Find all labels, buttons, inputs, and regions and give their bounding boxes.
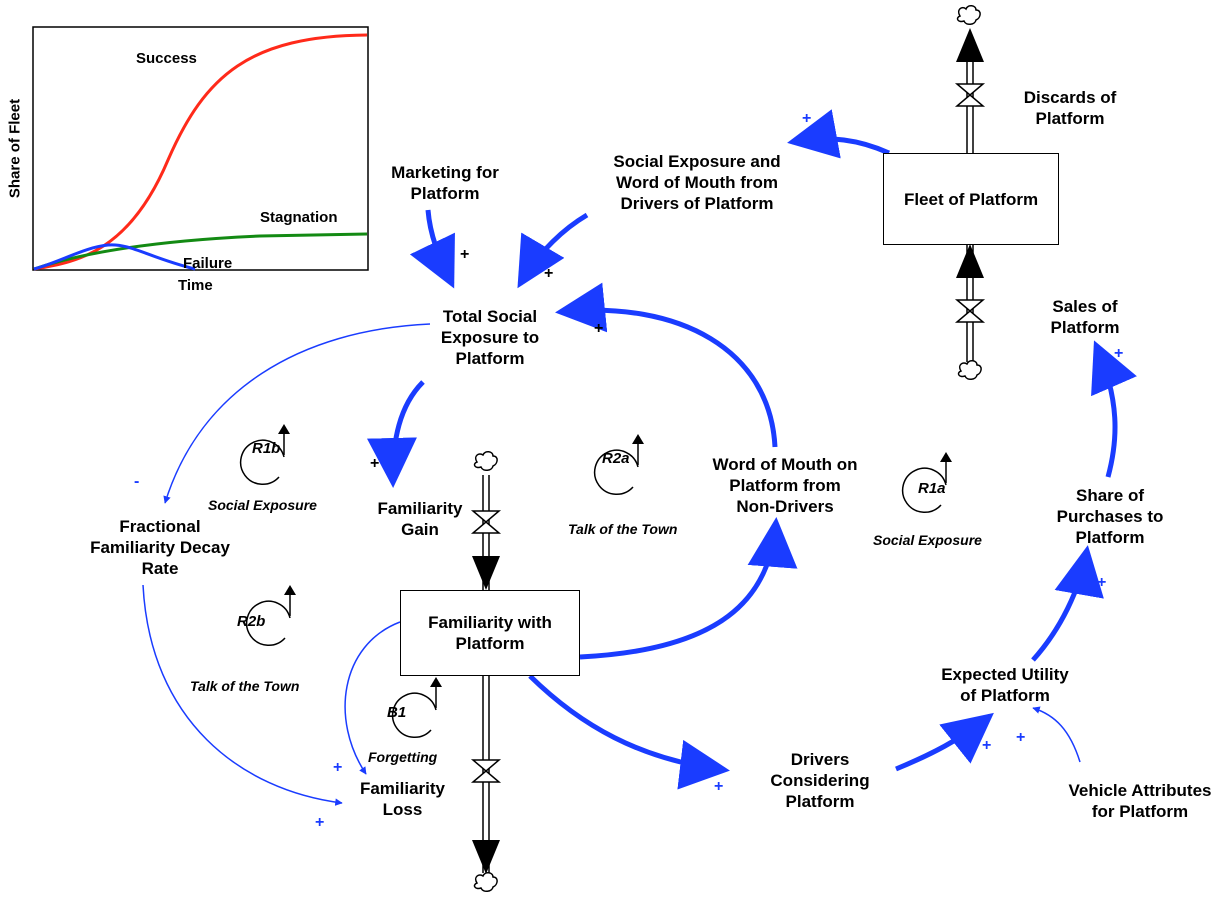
polarity-fleet-to-social: +: [802, 110, 812, 127]
link-familiarity-to-wom: [579, 517, 798, 660]
loop-symbol-r2b: [245, 585, 296, 647]
var-vehicle-attributes: Vehicle Attributes for Platform: [1068, 781, 1212, 821]
familiarity-gain-flow: [470, 475, 502, 590]
var-social-exposure-drivers: Social Exposure and Word of Mouth from D…: [613, 152, 781, 213]
polarity-familiarity-to-loss: +: [333, 759, 343, 776]
var-expected-utility: Expected Utility of Platform: [941, 665, 1069, 705]
link-decay-rate-to-loss: [142, 584, 343, 806]
polarity-familiarity-to-drivers: +: [714, 778, 724, 795]
link-familiarity-to-drivers: [528, 674, 730, 790]
polarity-wom-to-total: +: [594, 320, 604, 337]
sales-flow: [954, 244, 986, 362]
link-total-to-gain: [366, 380, 425, 488]
stock-familiarity-with-platform: Familiarity with Platform: [400, 590, 580, 676]
link-marketing-to-total: [409, 209, 455, 289]
loop-symbol-r2a: [593, 434, 644, 496]
var-familiarity-gain: Familiarity Gain: [377, 499, 463, 539]
cloud-icon: [473, 451, 498, 471]
loop-id-r1b: R1b: [252, 440, 281, 457]
familiarity-loss-flow: [470, 676, 502, 874]
polarity-share-to-sales: +: [1114, 345, 1124, 362]
link-total-to-decay-rate: [163, 323, 431, 504]
polarity-decay-to-loss: +: [315, 814, 325, 831]
link-familiarity-to-loss: [344, 621, 401, 775]
loop-id-r2a: R2a: [602, 450, 630, 467]
loop-title-r2b: Talk of the Town: [190, 678, 300, 694]
polarity-familiarity-to-wom: +: [780, 544, 790, 561]
loop-id-r1a: R1a: [918, 480, 946, 497]
inset-ylabel: Share of Fleet: [6, 98, 24, 199]
inset-failure-label: Failure: [183, 255, 233, 272]
polarity-marketing-to-total: +: [460, 246, 470, 263]
link-social-exposure-to-total: [517, 212, 589, 289]
var-discards-of-platform: Discards of Platform: [1023, 88, 1117, 128]
loop-symbol-r1a: [901, 452, 952, 514]
inset-xlabel: Time: [178, 277, 213, 294]
cloud-icon: [473, 872, 498, 892]
loop-id-b1: B1: [387, 704, 407, 721]
loop-symbol-r1b: [239, 424, 290, 486]
loop-title-r2a: Talk of the Town: [568, 521, 678, 537]
link-attributes-to-utility: [1032, 706, 1081, 763]
inset-frame: [32, 26, 369, 271]
polarity-utility-to-share: +: [1097, 574, 1107, 591]
loop-title-r1a: Social Exposure: [873, 532, 982, 548]
loop-id-r2b: R2b: [237, 613, 266, 630]
var-total-social-exposure: Total Social Exposure to Platform: [440, 307, 540, 368]
var-wom-non-drivers: Word of Mouth on Platform from Non-Drive…: [712, 455, 858, 516]
polarity-drivers-to-utility: +: [982, 737, 992, 754]
polarity-total-to-decay: -: [134, 473, 140, 490]
var-familiarity-loss: Familiarity Loss: [359, 779, 446, 819]
link-drivers-to-utility: [895, 712, 994, 772]
cloud-icon: [957, 360, 982, 380]
loop-symbol-b1: [391, 677, 442, 739]
loop-title-b1: Forgetting: [368, 749, 438, 765]
var-fractional-decay-rate: Fractional Familiarity Decay Rate: [90, 517, 230, 578]
var-marketing-for-platform: Marketing for Platform: [391, 163, 499, 203]
polarity-total-to-gain: +: [370, 455, 380, 472]
stock-fleet-of-platform: Fleet of Platform: [883, 153, 1059, 245]
cloud-icon: [956, 5, 981, 25]
link-wom-to-total: [555, 282, 778, 448]
link-share-to-sales: [1091, 340, 1137, 478]
link-fleet-to-social-exposure: [787, 109, 891, 159]
failure-curve: [33, 243, 196, 271]
link-utility-to-share: [1031, 545, 1104, 662]
var-drivers-considering: Drivers Considering Platform: [770, 750, 870, 811]
var-share-of-purchases: Share of Purchases to Platform: [1056, 486, 1164, 547]
loop-title-r1b: Social Exposure: [208, 497, 317, 513]
inset-chart: [32, 26, 369, 271]
var-sales-of-platform: Sales of Platform: [1050, 297, 1120, 337]
inset-success-label: Success: [136, 50, 197, 67]
inset-stagnation-label: Stagnation: [260, 209, 338, 226]
discards-flow: [954, 28, 986, 153]
polarity-attributes-to-utility: +: [1016, 729, 1026, 746]
polarity-social-to-total: +: [544, 265, 554, 282]
